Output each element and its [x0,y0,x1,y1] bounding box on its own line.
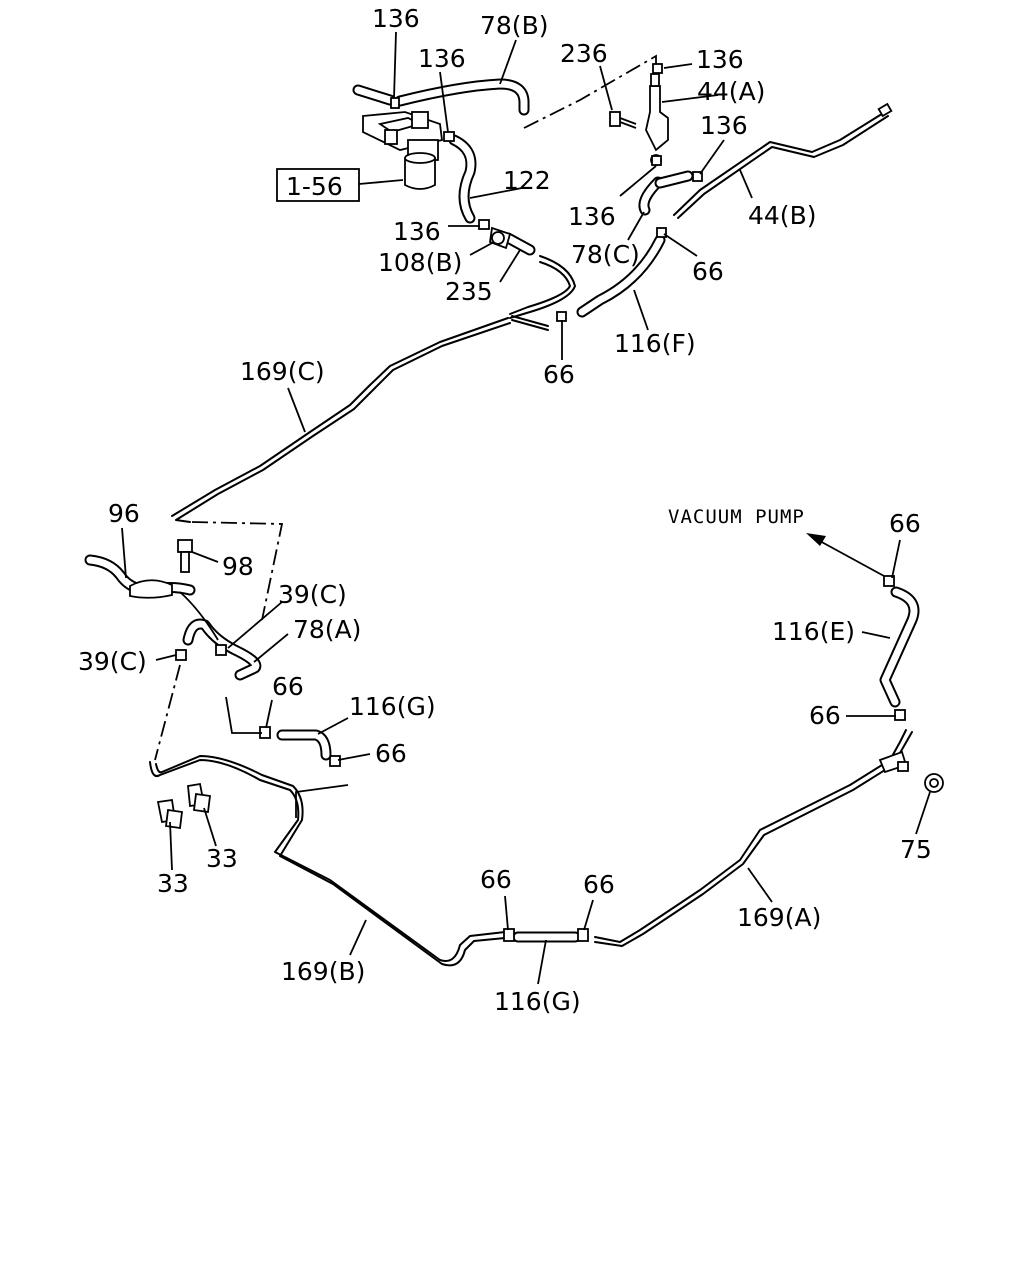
callout-108b: 108(B) [378,248,462,277]
hose-235 [502,232,536,256]
check-valve-108b [489,226,512,250]
hose-96 [84,554,196,599]
callout-169a: 169(A) [737,903,821,932]
callout-136-c: 136 [696,45,744,74]
hose-78b [352,78,530,116]
pipe-169b [149,755,506,967]
line-96-to-78a [179,591,219,641]
callout-66-h: 66 [583,870,615,899]
callout-136-a: 136 [372,4,420,33]
hose-116e [879,586,920,708]
callout-66-b: 66 [543,360,575,389]
callout-75: 75 [900,835,932,864]
callout-78a: 78(A) [293,615,361,644]
callout-66-c: 66 [272,672,304,701]
callout-116g-upper: 116(G) [349,692,436,721]
pipe-44b [673,102,893,219]
hose-116f [576,234,666,318]
leader-78b-dash [523,54,657,129]
callout-235: 235 [445,277,493,306]
callout-33-a: 33 [157,869,189,898]
callout-136-b: 136 [418,44,466,73]
line-78a-to-66 [225,696,262,734]
hose-78c [638,170,694,216]
callout-66-f: 66 [809,701,841,730]
callout-66-e: 66 [889,509,921,538]
callout-169c: 169(C) [240,357,325,386]
callout-116f: 116(F) [614,329,696,358]
callout-78b: 78(B) [480,11,548,40]
leader-39c-dash [154,664,181,761]
callout-116e: 116(E) [772,617,855,646]
callout-66-g: 66 [480,865,512,894]
bolt-236 [609,111,637,129]
hose-116g-upper [276,729,332,761]
callout-44b: 44(B) [748,201,816,230]
callout-236: 236 [560,39,608,68]
pipe-169c [171,317,511,523]
clip-33-right [187,782,212,814]
vacuum-pump-label: VACUUM PUMP [668,506,805,528]
svg-text:1-56: 1-56 [286,172,343,201]
callout-39c-b: 39(C) [78,647,147,676]
leader-lines [121,31,931,985]
callout-122: 122 [503,166,551,195]
callout-39c-a: 39(C) [278,580,347,609]
grommet-75 [924,773,944,793]
vacuum-pump-arrow [806,533,885,577]
callout-96: 96 [108,499,140,528]
callout-78c: 78(C) [571,240,640,269]
callout-136-e: 136 [568,202,616,231]
clip-33-left [156,798,184,830]
hose-78a [182,618,262,681]
callout-136-f: 136 [393,217,441,246]
callout-1-56: 1-56 [276,168,404,202]
vacuum-valve-assembly [362,111,443,190]
callout-169b: 169(B) [281,957,365,986]
bolt-98 [177,539,193,573]
line-169b-to-116g [295,784,349,818]
clamps-right [503,575,909,942]
hose-122 [448,134,477,224]
callout-33-b: 33 [206,844,238,873]
leader-169c-dash [191,521,284,621]
callout-44a: 44(A) [697,77,765,106]
callout-98: 98 [222,552,254,581]
clamps-top [390,63,703,322]
bracket-44a [645,73,669,166]
callout-66-a: 66 [692,257,724,286]
pipe-upper-junction [509,255,576,331]
callout-136-d: 136 [700,111,748,140]
callout-66-d: 66 [375,739,407,768]
callout-116g-lower: 116(G) [494,987,581,1016]
